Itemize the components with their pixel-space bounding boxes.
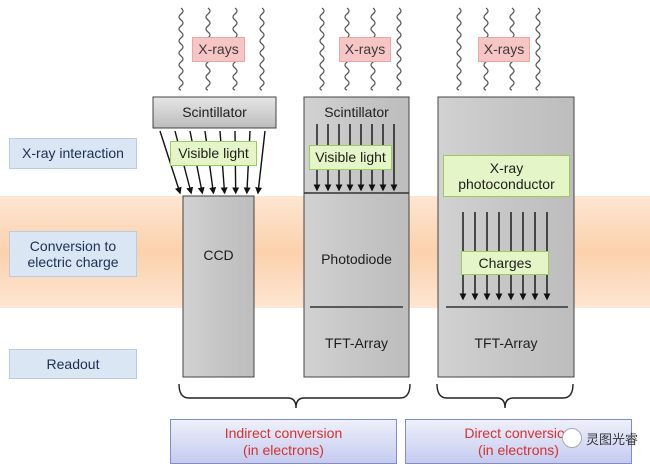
indirect-brace	[178, 383, 411, 409]
photoconductor-tag: X-ray photoconductor	[443, 155, 570, 197]
row-label-interaction: X-ray interaction	[9, 138, 137, 169]
ccd-scintillator-block	[152, 96, 277, 129]
direct-brace	[436, 383, 574, 409]
xray-wave	[535, 7, 541, 91]
indirect-panel	[303, 96, 410, 378]
indirect-conversion-box: Indirect conversion (in electrons)	[170, 419, 397, 464]
indirect-xray-tag: X-rays	[339, 37, 391, 62]
ccd-scintillator-label: Scintillator	[182, 104, 247, 121]
indirect-tft-label: TFT-Array	[325, 334, 388, 351]
ccd-visible-light-tag: Visible light	[170, 141, 257, 166]
flow-arrow	[255, 130, 266, 195]
xray-wave	[456, 7, 462, 91]
charges-tag: Charges	[461, 251, 549, 275]
ccd-detector-block	[182, 195, 255, 378]
xray-wave	[319, 7, 325, 91]
xray-wave	[396, 7, 402, 91]
ccd-label: CCD	[203, 246, 234, 263]
watermark-text: 灵图光睿	[586, 432, 639, 448]
ccd-xray-tag: X-rays	[192, 37, 245, 62]
photodiode-label: Photodiode	[321, 250, 392, 267]
direct-tft-label: TFT-Array	[474, 334, 538, 351]
indirect-scintillator-label: Scintillator	[324, 103, 389, 120]
direct-xray-tag: X-rays	[478, 37, 530, 62]
direct-panel	[437, 96, 575, 378]
indirect-visible-light-tag: Visible light	[309, 145, 392, 170]
xray-wave	[259, 7, 265, 91]
row-label-readout: Readout	[9, 349, 137, 379]
xray-wave	[178, 7, 184, 91]
wechat-icon	[562, 428, 582, 448]
direct-conversion-box: Direct conversion (in electrons)	[405, 419, 632, 464]
watermark: 灵图光睿	[562, 428, 638, 448]
row-label-conversion: Conversion to electric charge	[9, 231, 137, 277]
